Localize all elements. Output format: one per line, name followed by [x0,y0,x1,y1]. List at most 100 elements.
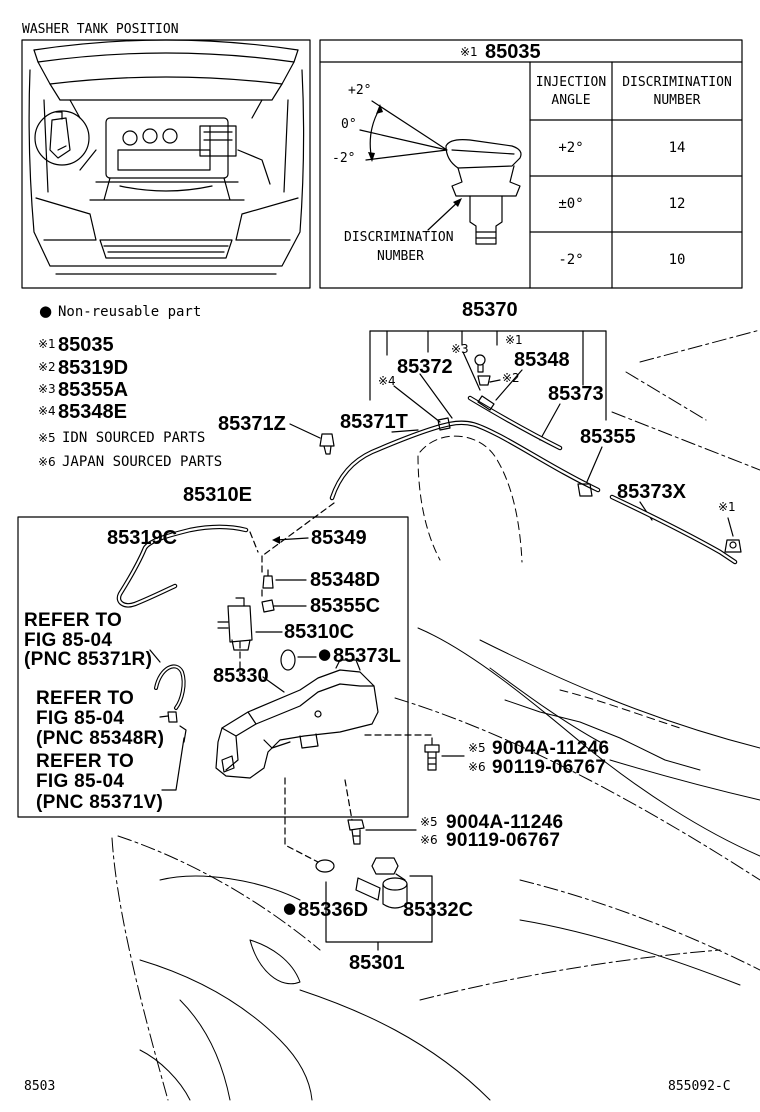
fastener-2-part-a: 9004A-11246 [446,812,564,833]
bolt-upper [424,744,440,771]
table-header-mark: ※1 [460,45,478,59]
callout-85372: 85372 [397,356,453,378]
clamp-85355 [577,483,593,497]
legend-bullet: ● [39,302,53,320]
refer-hose-pieces [154,664,187,743]
nozzle-85035-end [724,539,742,553]
engine-bay-drawing [28,39,305,275]
row2-angle: ±0° [558,196,584,212]
legend-non-reusable: Non-reusable part [58,304,202,320]
washer-tank-assy-box [17,516,409,818]
row3-number: 10 [668,252,686,268]
discrimination-arrowhead [453,198,462,207]
callout-85310E: 85310E [183,484,252,506]
col-discrimination-number-line2: NUMBER [653,93,701,108]
callout-mark-2: ※2 [502,371,520,385]
callout-85332C: 85332C [403,899,474,921]
legend-mark-3: ※3 [38,382,56,396]
drawing-number-label: NUMBER [377,249,424,264]
angle-plus-label: +2° [348,83,372,98]
dashed-assembly-lines [239,502,433,863]
col-injection-angle-line1: INJECTION [535,75,607,90]
check-valve-85348 [477,395,495,411]
nozzle-85035-top [474,354,486,373]
callout-85373L: 85373L [333,645,401,667]
washer-tank-85330 [215,659,379,779]
angle-zero-label: 0° [341,117,357,132]
refer-note-2-line2: FIG 85-04 [36,708,125,729]
refer-note-1-line3: (PNC 85371R) [24,649,153,670]
angle-minus-label: -2° [332,151,356,166]
legend-mark-5: ※5 [38,431,56,445]
nozzle-spec-table-grid [319,39,743,289]
gasket-85336D [315,859,335,873]
refer-note-3-line2: FIG 85-04 [36,771,125,792]
table-header-part-no: 85035 [485,41,541,63]
hex-cap-85332C [371,857,399,875]
callout-85330: 85330 [213,665,269,687]
refer-note-2-line1: REFER TO [36,688,135,709]
fastener-1-mark-a: ※5 [468,741,486,755]
fastener-2-mark-b: ※6 [420,833,438,847]
drawing-discrimination-label: DISCRIMINATION [344,230,454,245]
refer-note-3-line1: REFER TO [36,751,135,772]
clip-85355C [261,599,275,613]
legend-text-5: IDN SOURCED PARTS [62,430,206,446]
row3-angle: -2° [558,252,584,268]
col-discrimination-number-line1: DISCRIMINATION [622,75,732,90]
legend-mark-6: ※6 [38,455,56,469]
assy-85301-bracket [325,875,433,951]
callout-mark-4: ※4 [378,374,396,388]
motor-body [355,877,408,909]
angle-arrowhead-bottom [368,152,375,162]
drawing-number: 855092-C [668,1079,731,1094]
callout-85348D: 85348D [310,569,381,591]
callout-85373: 85373 [548,383,604,405]
fastener-2-part-b: 90119-06767 [446,830,561,851]
grommet-85373L [280,649,296,671]
washer-tank-highlight-circle [34,110,90,166]
col-injection-angle-line2: ANGLE [551,93,591,108]
washer-pump-85310C [217,597,253,651]
refer-note-1-line1: REFER TO [24,610,123,631]
inset-title: WASHER TANK POSITION [22,22,179,37]
hose-85371T [329,420,601,501]
row1-number: 14 [668,140,686,156]
callout-85355C: 85355C [310,595,381,617]
refer-note-2-line3: (PNC 85348R) [36,728,165,749]
callout-mark-1-end: ※1 [718,500,736,514]
callout-85310C: 85310C [284,621,355,643]
legend-text-2: 85319D [58,357,129,379]
fastener-1-part-b: 90119-06767 [492,757,607,778]
legend-text-1: 85035 [58,334,114,356]
legend-mark-1: ※1 [38,337,56,351]
figure-number: 8503 [24,1079,56,1094]
legend-text-3: 85355A [58,379,129,401]
arrowhead-85349 [272,536,280,544]
nozzle-angle-drawing [359,100,522,245]
clip-85319D [477,375,491,386]
fitting-85371Z [319,433,335,455]
row1-angle: +2° [558,140,584,156]
callout-85319C: 85319C [107,527,178,549]
callout-85355: 85355 [580,426,636,448]
row2-number: 12 [668,196,686,212]
callout-85371Z: 85371Z [218,413,286,435]
callout-85301: 85301 [349,952,405,974]
refer-note-3-line3: (PNC 85371V) [36,792,164,813]
legend-text-4: 85348E [58,401,127,423]
callout-85370: 85370 [462,299,518,321]
fastener-2-mark-a: ※5 [420,815,438,829]
fastener-1-mark-b: ※6 [468,760,486,774]
callout-mark-3: ※3 [451,342,469,356]
hose-85373 [467,395,563,451]
angle-arrowhead-top [376,104,383,114]
callout-85373X: 85373X [617,481,686,503]
legend-mark-4: ※4 [38,404,56,418]
bolt-lower [347,819,365,845]
callout-85373L-bullet: ● [318,645,332,663]
check-valve-85348D [262,569,274,589]
vehicle-body-outline [111,329,760,1101]
